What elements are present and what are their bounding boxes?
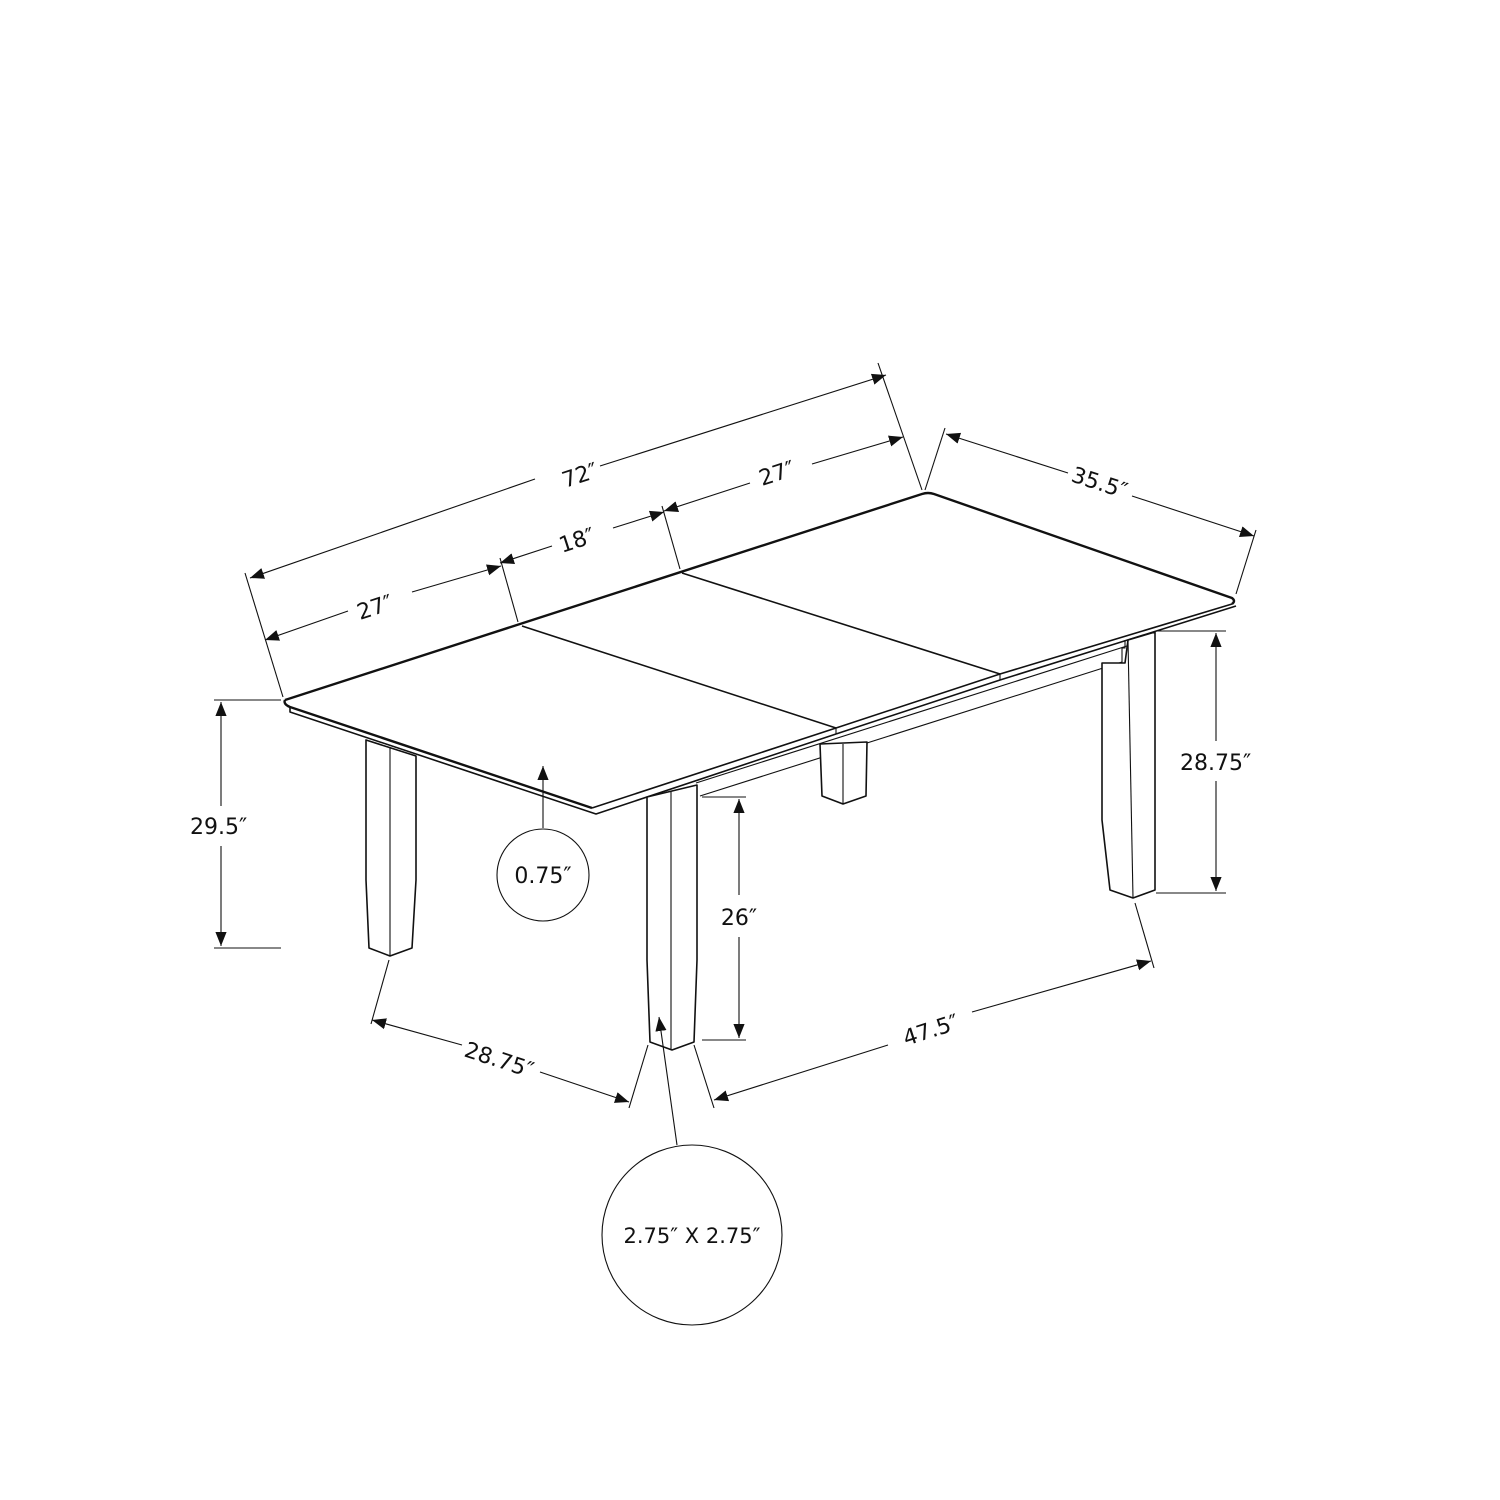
leaf-seam-left [521, 625, 837, 729]
label-29-5: 29.5″ [190, 815, 247, 840]
label-18: 18″ [556, 524, 598, 559]
label-72: 72″ [559, 459, 601, 494]
leaf-seam-right [681, 572, 1001, 675]
label-27-right: 27″ [756, 457, 798, 492]
dim-leaf-right: 27″ [663, 435, 904, 512]
label-28-75-width: 28.75″ [461, 1038, 536, 1084]
callout-top-thickness: 0.75″ [496, 766, 590, 922]
label-35-5: 35.5″ [1068, 463, 1130, 504]
callout-leg-section: 2.75″ X 2.75″ [601, 1016, 783, 1326]
dim-apron-clearance: 26″ [702, 796, 757, 1041]
dim-overall-height: 29.5″ [190, 699, 281, 949]
leg-front-left [365, 739, 417, 957]
callout-circle-small [496, 828, 590, 922]
label-28-75-height: 28.75″ [1180, 751, 1251, 776]
dim-leg-spacing-width: 28.75″ [370, 959, 649, 1109]
dim-leaf-middle: 18″ [499, 505, 681, 570]
leg-front-center [646, 784, 698, 1051]
table-top [283, 491, 1237, 815]
label-0-75: 0.75″ [514, 864, 571, 889]
dim-leg-height: 28.75″ [1156, 630, 1251, 894]
label-27-left: 27″ [354, 591, 396, 626]
label-26: 26″ [721, 906, 757, 931]
dim-leg-spacing-length: 47.5″ [693, 902, 1155, 1109]
dim-width: 35.5″ [924, 427, 1257, 595]
leg-front-right [1101, 631, 1156, 899]
dim-leaf-left: 27″ [264, 557, 519, 641]
callout-circle-large [601, 1144, 783, 1326]
leg-back-middle [819, 741, 868, 805]
label-leg-section: 2.75″ X 2.75″ [624, 1224, 761, 1248]
label-47-5: 47.5″ [900, 1010, 962, 1051]
